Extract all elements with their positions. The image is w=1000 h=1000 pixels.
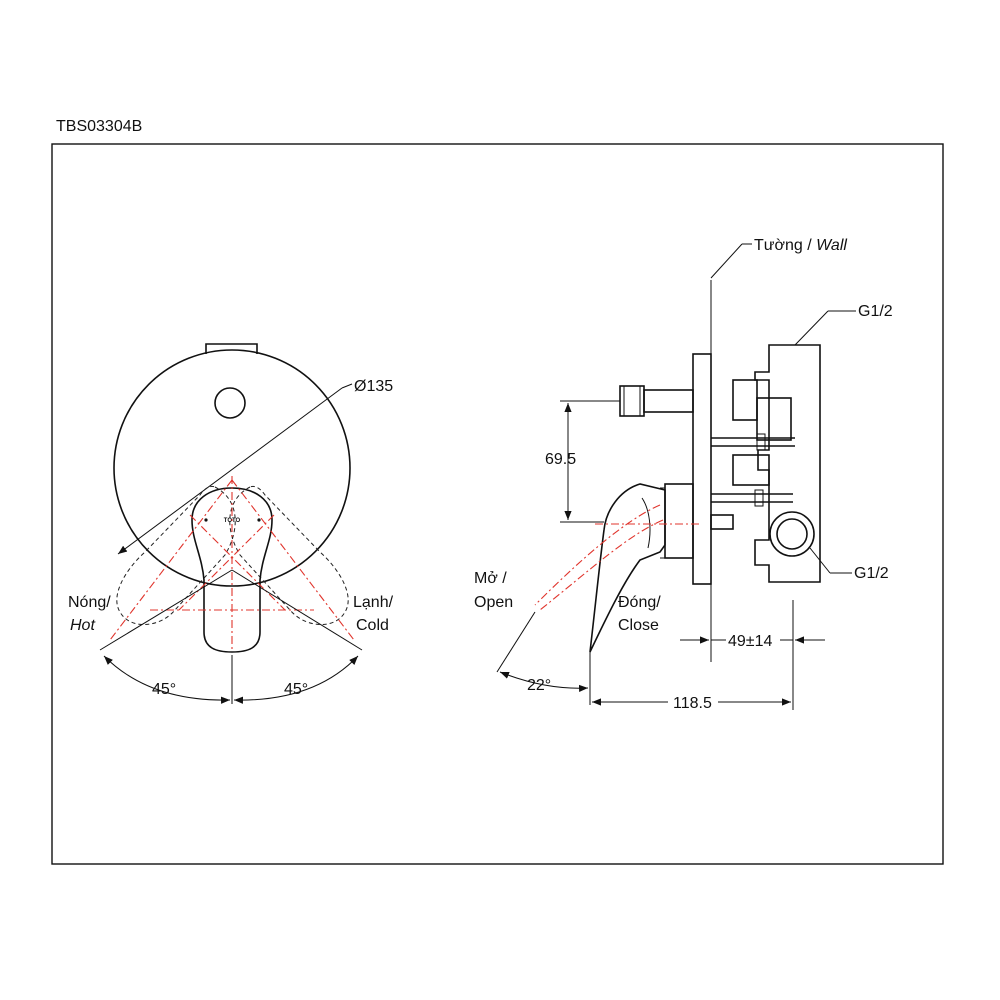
close-label-en: Close xyxy=(618,617,659,634)
outlet-fitting xyxy=(769,511,815,557)
angle-arc-left xyxy=(103,655,231,704)
open-label: Mở / xyxy=(474,570,507,587)
handle-dot-left xyxy=(204,518,208,522)
thread-top-label: G1/2 xyxy=(858,303,893,320)
lever-hub xyxy=(664,483,694,559)
centerline-cold-cross xyxy=(178,514,275,611)
close-label: Đóng/ xyxy=(618,594,661,611)
body-lower-block xyxy=(732,454,770,486)
angle-22-label: 22° xyxy=(527,677,551,694)
lever-open-ghost-outline xyxy=(539,519,664,611)
cartridge-shaft xyxy=(710,514,734,530)
centerline-cold xyxy=(231,479,355,641)
lever-handle xyxy=(191,487,273,653)
handle-ghost-hot xyxy=(116,485,236,625)
diverter-stem xyxy=(643,389,694,413)
diameter-label: Ø135 xyxy=(354,378,393,395)
height-dim-label: 69.5 xyxy=(545,451,576,468)
angle-left-label: 45° xyxy=(152,681,176,698)
cold-label: Lạnh/ xyxy=(353,594,394,611)
open-label-en: Open xyxy=(474,594,513,611)
handle-ghost-cold xyxy=(229,485,349,625)
angle-arc-right xyxy=(233,655,359,704)
escutcheon-plate xyxy=(113,349,351,587)
diverter-knob xyxy=(214,387,246,419)
wall-label: Tường / Wall xyxy=(754,237,847,254)
centerline-hot-cross xyxy=(189,514,286,611)
wall-leader xyxy=(710,243,743,279)
depth-dim-label: 49±14 xyxy=(728,633,772,650)
thread-bottom-label: G1/2 xyxy=(854,565,889,582)
thread-top-leader xyxy=(794,310,829,346)
cold-label-en: Cold xyxy=(356,617,389,634)
angle-22-arc xyxy=(499,671,589,693)
model-code: TBS03304B xyxy=(56,118,143,135)
front-view: Ø135 TOTO Nóng/ Hot Lạnh/ Cold 45° 45° xyxy=(68,343,394,704)
drawing-frame xyxy=(51,143,944,865)
body-inner-block xyxy=(756,397,792,441)
length-dim-label: 118.5 xyxy=(673,695,712,712)
handle-dot-right xyxy=(257,518,261,522)
escutcheon-tab xyxy=(205,343,258,354)
lever-side xyxy=(589,483,666,653)
angle-right-label: 45° xyxy=(284,681,308,698)
escutcheon-side xyxy=(692,353,712,585)
diameter-leader xyxy=(117,387,343,555)
hot-label: Nóng/ xyxy=(68,594,111,611)
hot-label-en: Hot xyxy=(70,617,95,634)
thread-bottom-leader xyxy=(809,547,831,574)
centerline-hot xyxy=(109,479,233,641)
body-diverter-cartridge xyxy=(732,379,758,421)
lever-open-ghost xyxy=(534,504,661,606)
side-view: Tường / Wall xyxy=(474,237,893,712)
